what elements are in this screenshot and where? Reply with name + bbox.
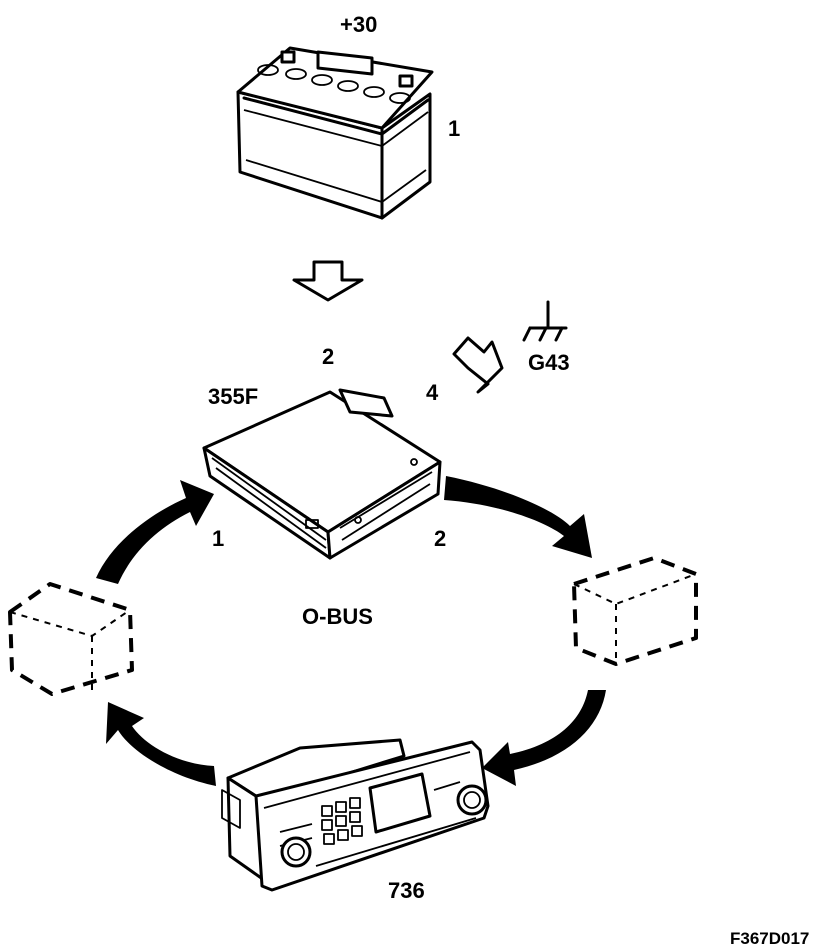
optional-module-right-icon bbox=[572, 556, 698, 666]
up-right-arrow-icon bbox=[452, 336, 504, 394]
battery-pin-label: 1 bbox=[448, 116, 460, 141]
ground-icon bbox=[522, 300, 568, 342]
battery-icon bbox=[236, 46, 434, 220]
ground-label: G43 bbox=[528, 350, 570, 375]
cd-pin-supply-label: 2 bbox=[322, 344, 334, 369]
bus-arrow-right-bottom bbox=[482, 690, 606, 786]
bus-name-label: O-BUS bbox=[302, 604, 373, 629]
bus-out-pin-label: 2 bbox=[434, 526, 446, 551]
down-arrow-icon bbox=[292, 260, 364, 302]
cd-pin-ground-label: 4 bbox=[426, 380, 439, 405]
head-unit-icon bbox=[221, 738, 490, 892]
bus-in-pin-label: 1 bbox=[212, 526, 224, 551]
cd-changer-icon bbox=[202, 388, 442, 560]
head-unit-label: 736 bbox=[388, 878, 425, 903]
supply-label: +30 bbox=[340, 12, 377, 37]
bus-arrow-left-top bbox=[96, 480, 214, 584]
bus-arrow-left-bottom bbox=[106, 702, 216, 786]
figure-id-label: F367D017 bbox=[730, 929, 809, 948]
bus-arrow-right-top bbox=[444, 476, 592, 558]
optional-module-left-icon bbox=[8, 582, 134, 696]
cd-unit-label: 355F bbox=[208, 384, 258, 409]
